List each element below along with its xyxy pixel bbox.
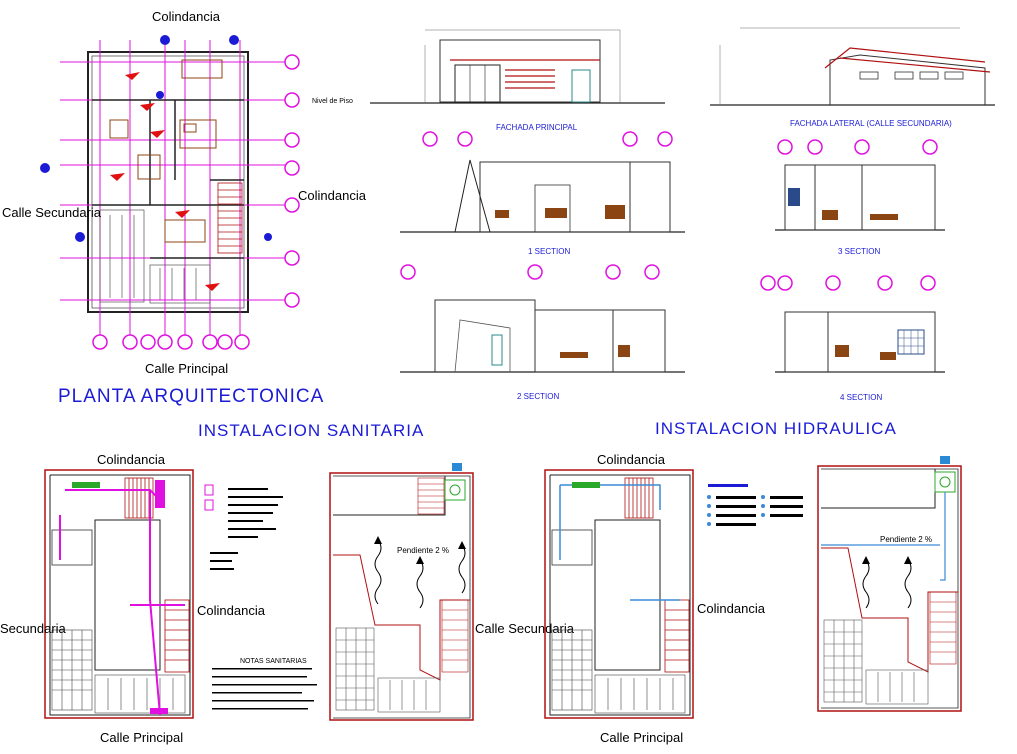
sanitaria-plan: NOTAS SANITARIAS Colindancia Colindancia… bbox=[0, 452, 317, 745]
sanitaria-notes-title: NOTAS SANITARIAS bbox=[240, 658, 307, 665]
planta-east-label: Colindancia bbox=[298, 188, 367, 203]
hidraulica-south-label: Calle Principal bbox=[600, 730, 683, 745]
hidraulica-plan: Colindancia Colindancia Calle Principal bbox=[544, 452, 803, 745]
sanitaria-roof-west-label: Calle Secundaria bbox=[475, 621, 575, 636]
sanitaria-title: INSTALACION SANITARIA bbox=[198, 421, 424, 440]
planta-west-label: Calle Secundaria bbox=[2, 205, 102, 220]
hidraulica-title: INSTALACION HIDRAULICA bbox=[655, 419, 897, 438]
section-2-caption: 2 SECTION bbox=[517, 392, 559, 401]
hidraulica-north-label: Colindancia bbox=[597, 452, 666, 467]
side-elevation: FACHADA LATERAL (CALLE SECUNDARIA) bbox=[710, 27, 995, 128]
hidraulica-roof-plan: Pendiente 2 % bbox=[817, 456, 962, 712]
sanitaria-slope-label: Pendiente 2 % bbox=[397, 546, 449, 555]
section-1-caption: 1 SECTION bbox=[528, 247, 570, 256]
sanitaria-south-label: Calle Principal bbox=[100, 730, 183, 745]
front-elevation-caption: FACHADA PRINCIPAL bbox=[496, 123, 578, 132]
sanitaria-north-label: Colindancia bbox=[97, 452, 166, 467]
side-elevation-caption: FACHADA LATERAL (CALLE SECUNDARIA) bbox=[790, 119, 952, 128]
hidraulica-east-label: Colindancia bbox=[697, 601, 766, 616]
section-4-caption: 4 SECTION bbox=[840, 393, 882, 402]
planta-scale-note: Nivel de Piso bbox=[312, 98, 353, 105]
sanitaria-roof-plan: Pendiente 2 % Calle Secundaria bbox=[329, 463, 575, 721]
floor-plan: Colindancia Colindancia Calle Secundaria… bbox=[2, 9, 367, 407]
front-elevation: FACHADA PRINCIPAL bbox=[370, 29, 665, 132]
section-3-caption: 3 SECTION bbox=[838, 247, 880, 256]
planta-north-label: Colindancia bbox=[152, 9, 221, 24]
planta-south-label: Calle Principal bbox=[145, 361, 228, 376]
section-2: 2 SECTION bbox=[400, 264, 685, 401]
section-3: 3 SECTION bbox=[775, 139, 945, 256]
planta-title: PLANTA ARQUITECTONICA bbox=[58, 386, 324, 407]
section-4: 4 SECTION bbox=[760, 275, 945, 402]
hidraulica-slope-label: Pendiente 2 % bbox=[880, 535, 932, 544]
section-1: 1 SECTION bbox=[400, 131, 685, 256]
sanitaria-west-label: Secundaria bbox=[0, 621, 67, 636]
sanitaria-east-label: Colindancia bbox=[197, 603, 266, 618]
